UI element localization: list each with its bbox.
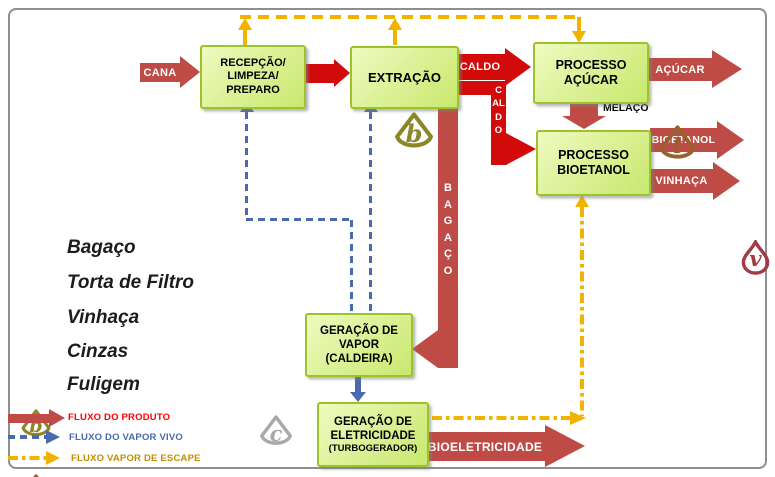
recepcao-extracao-arrowhead: [334, 59, 350, 87]
cana-arrow-shaft: CANA: [140, 63, 180, 82]
box-eletricidade-line3: (TURBOGERADOR): [328, 442, 418, 454]
escape-line-turbogerador: [432, 416, 570, 420]
melaco-shaft: [570, 100, 598, 116]
vinhaca-icon: v: [740, 240, 771, 275]
caldo-vertical-label: CALDO: [492, 85, 505, 137]
legend-produto-label: FLUXO DO PRODUTO: [68, 412, 171, 423]
box-processo-bioetanol: PROCESSO BIOETANOL: [536, 130, 651, 196]
box-geracao-vapor: GERAÇÃO DE VAPOR (CALDEIRA): [305, 313, 413, 377]
legend-cinzas-label: Cinzas: [67, 341, 129, 362]
bagaco-arrowhead: [412, 330, 438, 368]
vivo-line-to-caldeira-right: [369, 112, 372, 313]
legend-vivo-label: FLUXO DO VAPOR VIVO: [69, 432, 183, 443]
box-vapor-line2: VAPOR: [338, 338, 380, 351]
acucar-arrow-shaft: AÇÚCAR: [648, 58, 712, 81]
box-geracao-eletricidade: GERAÇÃO DE ELETRICIDADE (TURBOGERADOR): [317, 402, 429, 467]
caldo-vertical-arrowhead: [506, 133, 536, 165]
legend-produto-line: [8, 414, 49, 423]
box-recepcao-line2: LIMPEZA/: [227, 70, 279, 83]
vivo-arrowhead-down-turbo: [350, 392, 366, 402]
escape-corner-down: [577, 17, 581, 31]
cinzas-icon-letter: c: [269, 420, 283, 446]
escape-stub-extracao: [393, 30, 397, 45]
torta-icon-letter: t: [672, 132, 683, 160]
escape-arrowhead-down-acucar: [572, 31, 586, 43]
torta-icon: t: [655, 125, 700, 161]
caldo-vertical-band: [491, 81, 506, 165]
legend-torta-label: Torta de Filtro: [67, 272, 195, 293]
vivo-line-horizontal: [246, 218, 352, 221]
bagaco-icon-letter: b: [405, 119, 423, 149]
bagaco-band: [438, 105, 458, 368]
caldo-arrowhead: [505, 48, 531, 86]
cana-arrowhead: [180, 56, 200, 88]
caldo-label: CALDO: [459, 61, 501, 73]
box-processo-acucar: PROCESSO AÇÚCAR: [533, 42, 649, 104]
box-recepcao: RECEPÇÃO/ LIMPEZA/ PREPARO: [200, 45, 306, 109]
bioetanol-arrowhead: [717, 121, 744, 159]
vivo-line-to-caldeira-left: [350, 220, 353, 313]
vinhaca-icon-letter: v: [749, 246, 762, 272]
recepcao-extracao-shaft: [304, 64, 334, 83]
legend-vinhaca-label: Vinhaça: [67, 307, 140, 328]
legend-vivo-arrowhead: [46, 430, 60, 444]
escape-arrowhead-up-bioetanol: [575, 195, 589, 207]
box-vapor-line1: GERAÇÃO DE: [320, 324, 398, 337]
box-eletricidade-line1: GERAÇÃO DE: [334, 415, 412, 428]
legend-escape-line: [8, 456, 46, 460]
escape-vapor-top-line: [240, 15, 581, 19]
box-extracao-label: EXTRAÇÃO: [368, 69, 441, 85]
bioeletricidade-label: BIOELETRICIDADE: [427, 439, 543, 454]
legend-escape-arrowhead: [46, 451, 60, 465]
bagaco-label: BAGAÇO: [443, 182, 453, 277]
vinhaca-arrowhead: [713, 162, 740, 200]
box-recepcao-line3: PREPARO: [226, 83, 280, 96]
box-extracao: EXTRAÇÃO: [350, 46, 459, 109]
vinhaca-label: VINHAÇA: [655, 175, 708, 187]
melaco-label: MELAÇO: [603, 102, 649, 114]
legend-vivo-line: [8, 435, 46, 439]
escape-stub-recepcao: [243, 30, 247, 45]
bagaco-icon: b: [392, 112, 436, 150]
vivo-solid-line-caldeira-turbo: [355, 373, 361, 393]
escape-arrowhead-up-extracao: [388, 18, 402, 30]
box-recepcao-line1: RECEPÇÃO/: [220, 56, 286, 69]
cana-label: CANA: [143, 66, 177, 79]
escape-line-vertical-right: [580, 207, 584, 416]
legend-fuligem-label: Fuligem: [67, 374, 140, 395]
box-acucar-line2: AÇÚCAR: [563, 73, 619, 87]
bioeletricidade-arrowhead: [545, 425, 585, 467]
box-acucar-line1: PROCESSO: [555, 57, 627, 72]
box-eletricidade-line2: ELETRICIDADE: [330, 429, 416, 442]
box-vapor-line3: (CALDEIRA): [325, 353, 393, 365]
escape-arrowhead-up-recepcao: [238, 18, 252, 30]
acucar-arrowhead: [712, 50, 742, 88]
legend-escape-label: FLUXO VAPOR DE ESCAPE: [71, 453, 201, 464]
legend-bagaco-label: Bagaço: [67, 237, 136, 258]
cinzas-icon: c: [255, 415, 297, 447]
box-bioetanol-line2: BIOETANOL: [557, 163, 630, 177]
box-bioetanol-line1: PROCESSO: [558, 147, 629, 162]
acucar-label: AÇÚCAR: [655, 63, 705, 76]
diagram-frame: [8, 8, 767, 469]
vivo-line-recepcao-vertical: [245, 112, 248, 220]
caldo-arrow-shaft: CALDO: [455, 54, 505, 80]
vinhaca-arrow-shaft: VINHAÇA: [650, 169, 713, 193]
melaco-arrowhead: [562, 116, 606, 129]
bioeletricidade-arrow-shaft: BIOELETRICIDADE: [425, 432, 545, 461]
legend-produto-arrowhead: [49, 409, 65, 427]
